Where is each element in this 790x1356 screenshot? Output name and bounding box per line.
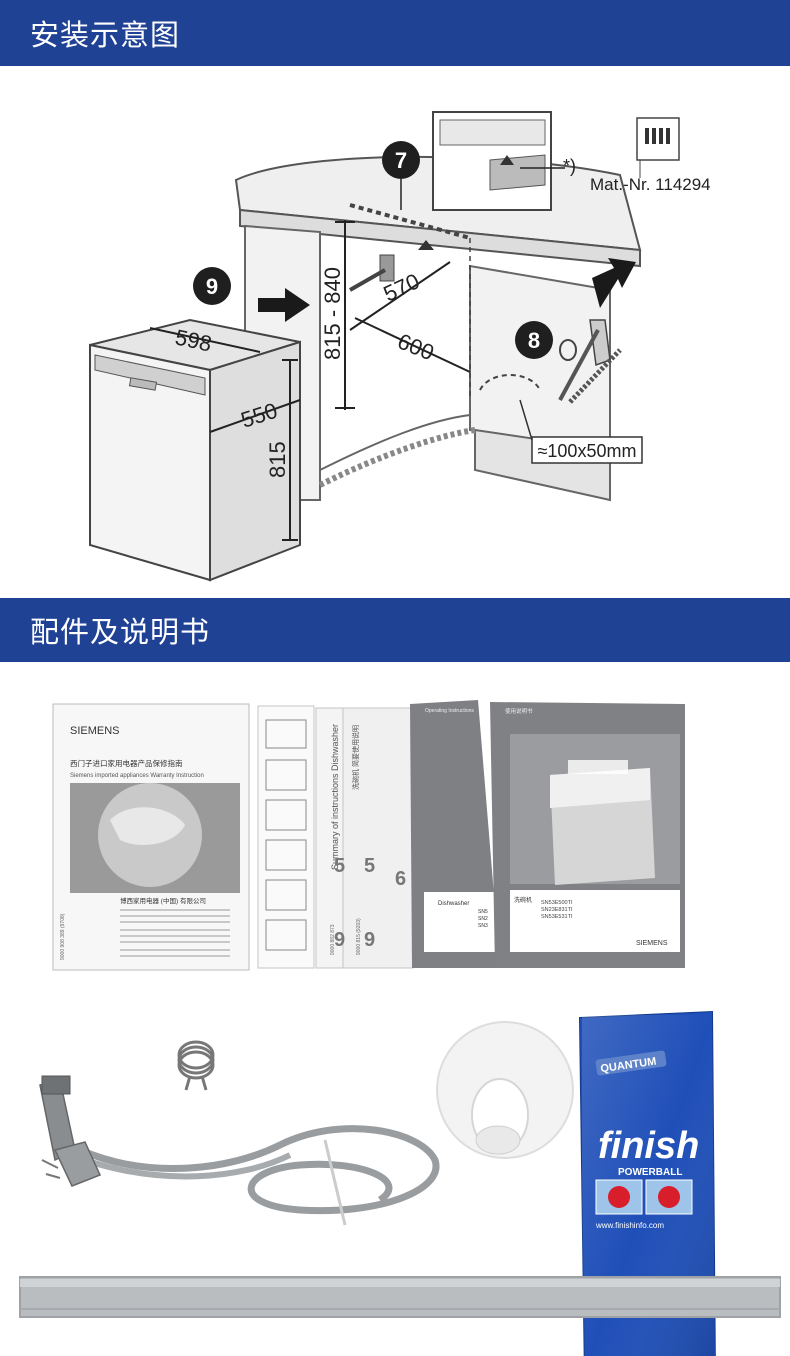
warranty-title-cn: 西门子进口家用电器产品保修指南 (70, 758, 183, 768)
pack-line: POWERBALL (618, 1167, 682, 1178)
insert-arrow-right (592, 258, 636, 308)
operating-model-3: SN53E531TI (541, 914, 573, 920)
finish-detergent-pack: QUANTUM finish POWERBALL www.finishinfo.… (578, 1010, 716, 1356)
footnote-mark: *) (563, 156, 576, 176)
accessories-banner: 配件及说明书 (0, 598, 790, 662)
opening-label-box (531, 436, 643, 464)
step-8-badge (515, 321, 553, 359)
installation-diagram: 815 - 840 570 600 *) Mat.-Nr. 114294 7 8… (89, 111, 711, 582)
step-7-badge (382, 141, 420, 179)
step-9-label: 9 (206, 274, 218, 299)
accessories-title: 配件及说明书 (30, 615, 211, 649)
clip-icon (636, 117, 680, 161)
summary-step-6: 6 (395, 868, 406, 890)
operating-header-en: Operating Instructions (425, 708, 474, 714)
operating-model-1: SN53E500TI (541, 900, 573, 906)
accessories-group: QUANTUM finish POWERBALL www.finishinfo.… (19, 1010, 781, 1356)
step-8-label: 8 (528, 328, 540, 353)
salt-funnel (436, 1021, 574, 1159)
rubber-sealing-strip (19, 1276, 781, 1318)
summary-step-9-a: 9 (334, 929, 345, 951)
warranty-company: 博西家用电器 (中国) 有限公司 (120, 896, 206, 905)
mat-nr: Mat.-Nr. 114294 (590, 175, 711, 194)
summary-code-2: 9000 815 (9203) (356, 918, 362, 955)
power-cord (39, 1075, 440, 1226)
step-9-badge (193, 267, 231, 305)
installation-banner: 安装示意图 (0, 0, 790, 66)
dim-600: 600 (394, 328, 437, 365)
pack-url: www.finishinfo.com (595, 1221, 664, 1230)
summary-leaflet-cn (342, 707, 414, 969)
summary-step-5-a: 5 (334, 855, 345, 877)
pack-brand: finish (598, 1125, 699, 1167)
operating-model-en-3: SN3 (478, 923, 488, 929)
dim-815-840: 815 - 840 (320, 267, 345, 360)
step-7-label: 7 (395, 148, 407, 173)
operating-product-en: Dishwasher (438, 901, 469, 907)
operating-brand: SIEMENS (636, 940, 668, 947)
dim-815: 815 (265, 441, 290, 478)
hose-clamp (177, 1040, 215, 1091)
summary-step-5-b: 5 (364, 855, 375, 877)
insert-arrow (258, 288, 310, 322)
operating-model-2: SN23E831TI (541, 907, 573, 913)
operating-header-cn: 使用说明书 (505, 707, 533, 715)
operating-model-en-1: SN5 (478, 909, 488, 915)
warranty-code: 9000 908 389 (9708) (60, 913, 66, 960)
dishwasher-side (209, 340, 301, 582)
manuals-group: SIEMENS 西门子进口家用电器产品保修指南 Siemens imported… (52, 700, 685, 971)
warranty-title-en: Siemens imported appliances Warranty Ins… (70, 773, 204, 779)
operating-product-cn: 洗碗机 (514, 896, 532, 904)
installation-title: 安装示意图 (30, 18, 181, 52)
summary-step-9-b: 9 (364, 929, 375, 951)
summary-title: Summary of instructions Dishwasher (330, 724, 340, 870)
operating-model-en-2: SN2 (478, 916, 488, 922)
opening-size: ≈100x50mm (538, 441, 637, 461)
leaflet-1 (257, 705, 315, 969)
summary-title-cn: 洗碗机 简要使用说明 (351, 725, 360, 790)
warranty-brand: SIEMENS (70, 725, 120, 737)
summary-code-1: 9000 882 873 (330, 924, 336, 955)
